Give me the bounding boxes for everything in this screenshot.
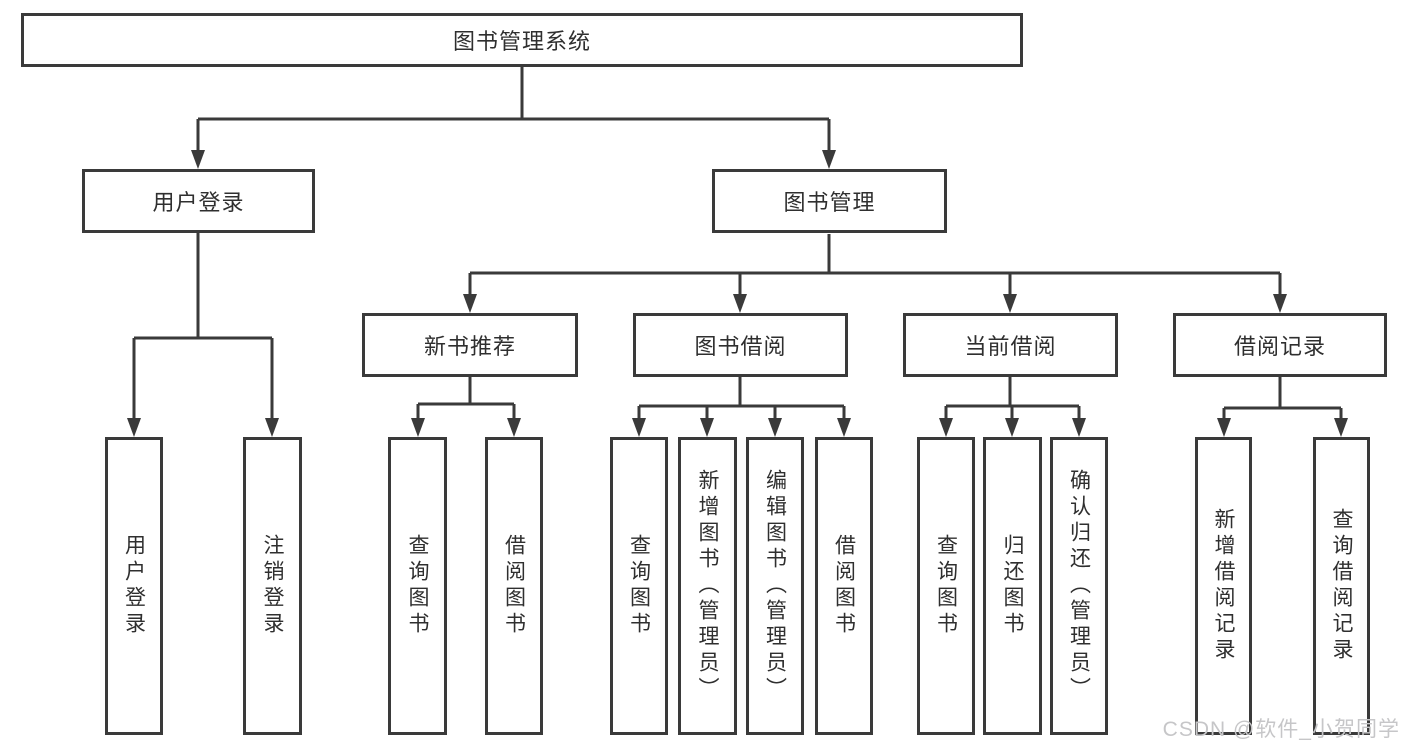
connector-current-children bbox=[939, 377, 1086, 437]
node-book-borrow: 图书借阅 bbox=[633, 313, 848, 377]
leaf-recommend-query-book: 查询图书 bbox=[388, 437, 447, 735]
node-book-management: 图书管理 bbox=[712, 169, 947, 233]
leaf-current-query-book-label: 查询图书 bbox=[934, 534, 958, 638]
leaf-recommend-borrow-book-label: 借阅图书 bbox=[502, 534, 526, 638]
leaf-current-confirm-return-admin: 确认归还（管理员） bbox=[1050, 437, 1108, 735]
leaf-logout-label: 注销登录 bbox=[261, 534, 284, 638]
connector-borrow-children bbox=[632, 377, 851, 437]
leaf-records-query-record-label: 查询借阅记录 bbox=[1330, 508, 1353, 664]
node-book-borrow-label: 图书借阅 bbox=[694, 334, 787, 359]
leaf-user-login: 用户登录 bbox=[105, 437, 163, 735]
leaf-records-add-record-label: 新增借阅记录 bbox=[1212, 508, 1235, 664]
node-user-login-label: 用户登录 bbox=[152, 190, 245, 215]
leaf-records-add-record: 新增借阅记录 bbox=[1195, 437, 1252, 735]
node-new-book-recommend-label: 新书推荐 bbox=[423, 334, 516, 359]
node-borrow-records-label: 借阅记录 bbox=[1233, 334, 1326, 359]
leaf-logout: 注销登录 bbox=[243, 437, 302, 735]
leaf-recommend-borrow-book: 借阅图书 bbox=[485, 437, 543, 735]
leaf-borrow-query-book-label: 查询图书 bbox=[627, 534, 651, 638]
leaf-borrow-edit-book-admin-label: 编辑图书（管理员） bbox=[763, 469, 787, 703]
connector-recommend-children bbox=[411, 377, 521, 437]
node-borrow-records: 借阅记录 bbox=[1173, 313, 1387, 377]
leaf-borrow-query-book: 查询图书 bbox=[610, 437, 668, 735]
node-new-book-recommend: 新书推荐 bbox=[362, 313, 578, 377]
node-current-borrow: 当前借阅 bbox=[903, 313, 1118, 377]
leaf-current-confirm-return-admin-label: 确认归还（管理员） bbox=[1067, 469, 1091, 703]
leaf-borrow-add-book-admin: 新增图书（管理员） bbox=[678, 437, 737, 735]
node-root: 图书管理系统 bbox=[21, 13, 1023, 67]
leaf-recommend-query-book-label: 查询图书 bbox=[406, 534, 429, 638]
leaf-current-return-book: 归还图书 bbox=[983, 437, 1042, 735]
connector-records-children bbox=[1217, 377, 1348, 437]
leaf-current-return-book-label: 归还图书 bbox=[1001, 534, 1024, 638]
connector-root-to-level2 bbox=[191, 67, 836, 169]
connector-book-management-to-level3 bbox=[463, 234, 1287, 313]
connector-user-login-children bbox=[127, 233, 279, 437]
leaf-borrow-add-book-admin-label: 新增图书（管理员） bbox=[696, 469, 719, 703]
leaf-borrow-borrow-book-label: 借阅图书 bbox=[832, 534, 856, 638]
leaf-current-query-book: 查询图书 bbox=[917, 437, 975, 735]
leaf-user-login-label: 用户登录 bbox=[122, 534, 146, 638]
leaf-borrow-borrow-book: 借阅图书 bbox=[815, 437, 873, 735]
node-book-management-label: 图书管理 bbox=[783, 190, 876, 215]
node-root-label: 图书管理系统 bbox=[452, 29, 591, 54]
node-user-login: 用户登录 bbox=[82, 169, 315, 233]
node-current-borrow-label: 当前借阅 bbox=[964, 334, 1057, 359]
leaf-records-query-record: 查询借阅记录 bbox=[1313, 437, 1370, 735]
leaf-borrow-edit-book-admin: 编辑图书（管理员） bbox=[746, 437, 804, 735]
